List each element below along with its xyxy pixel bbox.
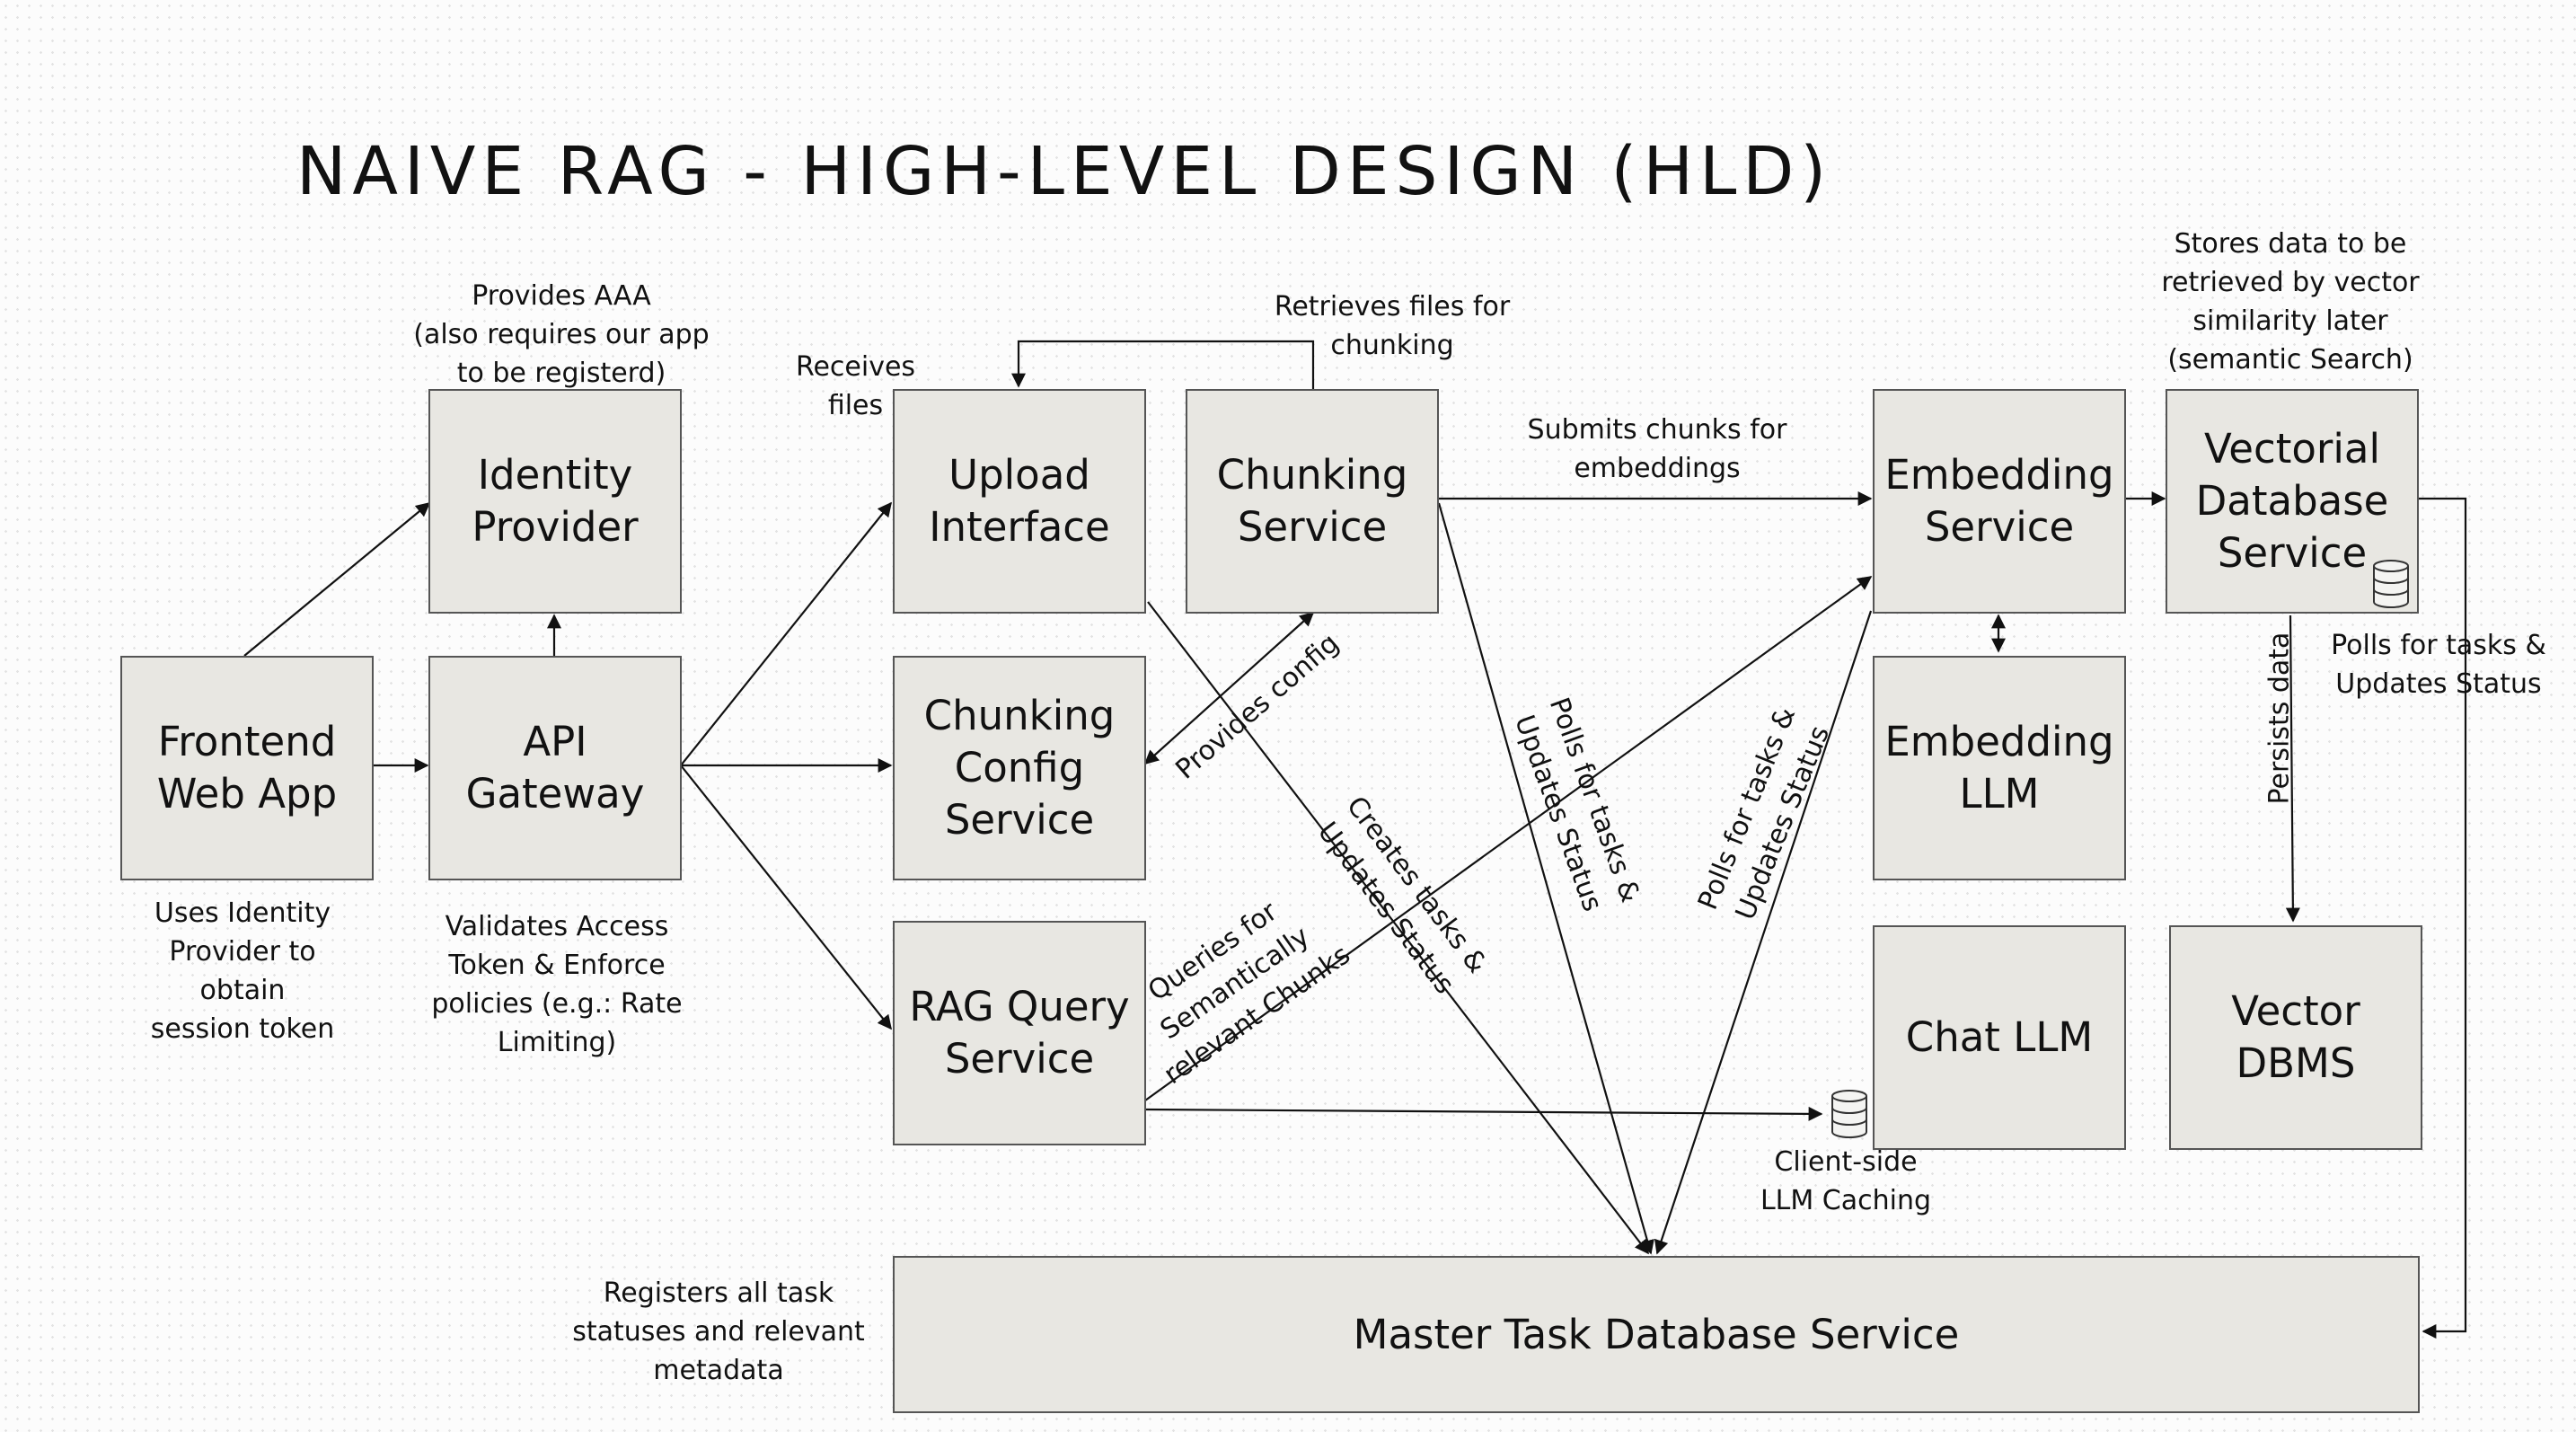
edge-rag-cache bbox=[1144, 1106, 1823, 1121]
edge-gateway-upload bbox=[680, 501, 893, 766]
edge-chunking-master bbox=[1437, 502, 1654, 1255]
identity-provider-node[interactable]: Identity Provider bbox=[428, 389, 682, 614]
note-stores-data: Stores data to be retrieved by vector si… bbox=[2161, 228, 2420, 376]
master-task-database-service-node[interactable]: Master Task Database Service bbox=[893, 1256, 2420, 1413]
diagram-title: NAIVE RAG - HIGH-LEVEL DESIGN (HLD) bbox=[296, 133, 1833, 210]
edge-vectorial-master bbox=[2419, 497, 2467, 1339]
embedding-service-node[interactable]: Embedding Service bbox=[1873, 389, 2126, 614]
edge-rag-embedding bbox=[1144, 576, 1873, 1101]
edge-config-chunking bbox=[1143, 611, 1315, 765]
note-submits-chunks: Submits chunks for embeddings bbox=[1527, 414, 1787, 484]
edge-frontend-identity bbox=[243, 501, 431, 657]
edge-chunking-upload bbox=[1011, 340, 1315, 389]
database-icon bbox=[2373, 560, 2409, 608]
note-registers-task-statuses: Registers all task statuses and relevant… bbox=[572, 1277, 865, 1386]
note-client-side-caching: Client-side LLM Caching bbox=[1760, 1146, 1932, 1216]
note-persists-data: Persists data bbox=[2263, 632, 2296, 805]
upload-interface-node[interactable]: Upload Interface bbox=[893, 389, 1146, 614]
chunking-service-node[interactable]: Chunking Service bbox=[1186, 389, 1439, 614]
note-uses-identity-provider: Uses Identity Provider to obtain session… bbox=[150, 897, 335, 1045]
embedding-llm-node[interactable]: Embedding LLM bbox=[1873, 656, 2126, 880]
note-validates-access-token: Validates Access Token & Enforce policie… bbox=[431, 911, 683, 1058]
note-provides-aaa: Provides AAA (also requires our app to b… bbox=[413, 280, 710, 389]
note-receives-files: Receives files bbox=[795, 351, 916, 421]
api-gateway-node[interactable]: API Gateway bbox=[428, 656, 682, 880]
vector-dbms-node[interactable]: Vector DBMS bbox=[2169, 925, 2422, 1150]
note-retrieves-files: Retrieves files for chunking bbox=[1274, 291, 1511, 361]
database-icon bbox=[1831, 1090, 1867, 1138]
frontend-web-app-node[interactable]: Frontend Web App bbox=[120, 656, 374, 880]
edge-upload-master bbox=[1147, 601, 1649, 1255]
edge-vectorial-vdbms bbox=[2285, 614, 2300, 923]
chat-llm-node[interactable]: Chat LLM bbox=[1873, 925, 2126, 1150]
rag-query-service-node[interactable]: RAG Query Service bbox=[893, 921, 1146, 1145]
chunking-config-service-node[interactable]: Chunking Config Service bbox=[893, 656, 1146, 880]
edge-embedding-master bbox=[1654, 610, 1873, 1255]
edge-gateway-rag-query bbox=[680, 765, 892, 1030]
note-polls-vectorial: Polls for tasks & Updates Status bbox=[2331, 630, 2546, 700]
